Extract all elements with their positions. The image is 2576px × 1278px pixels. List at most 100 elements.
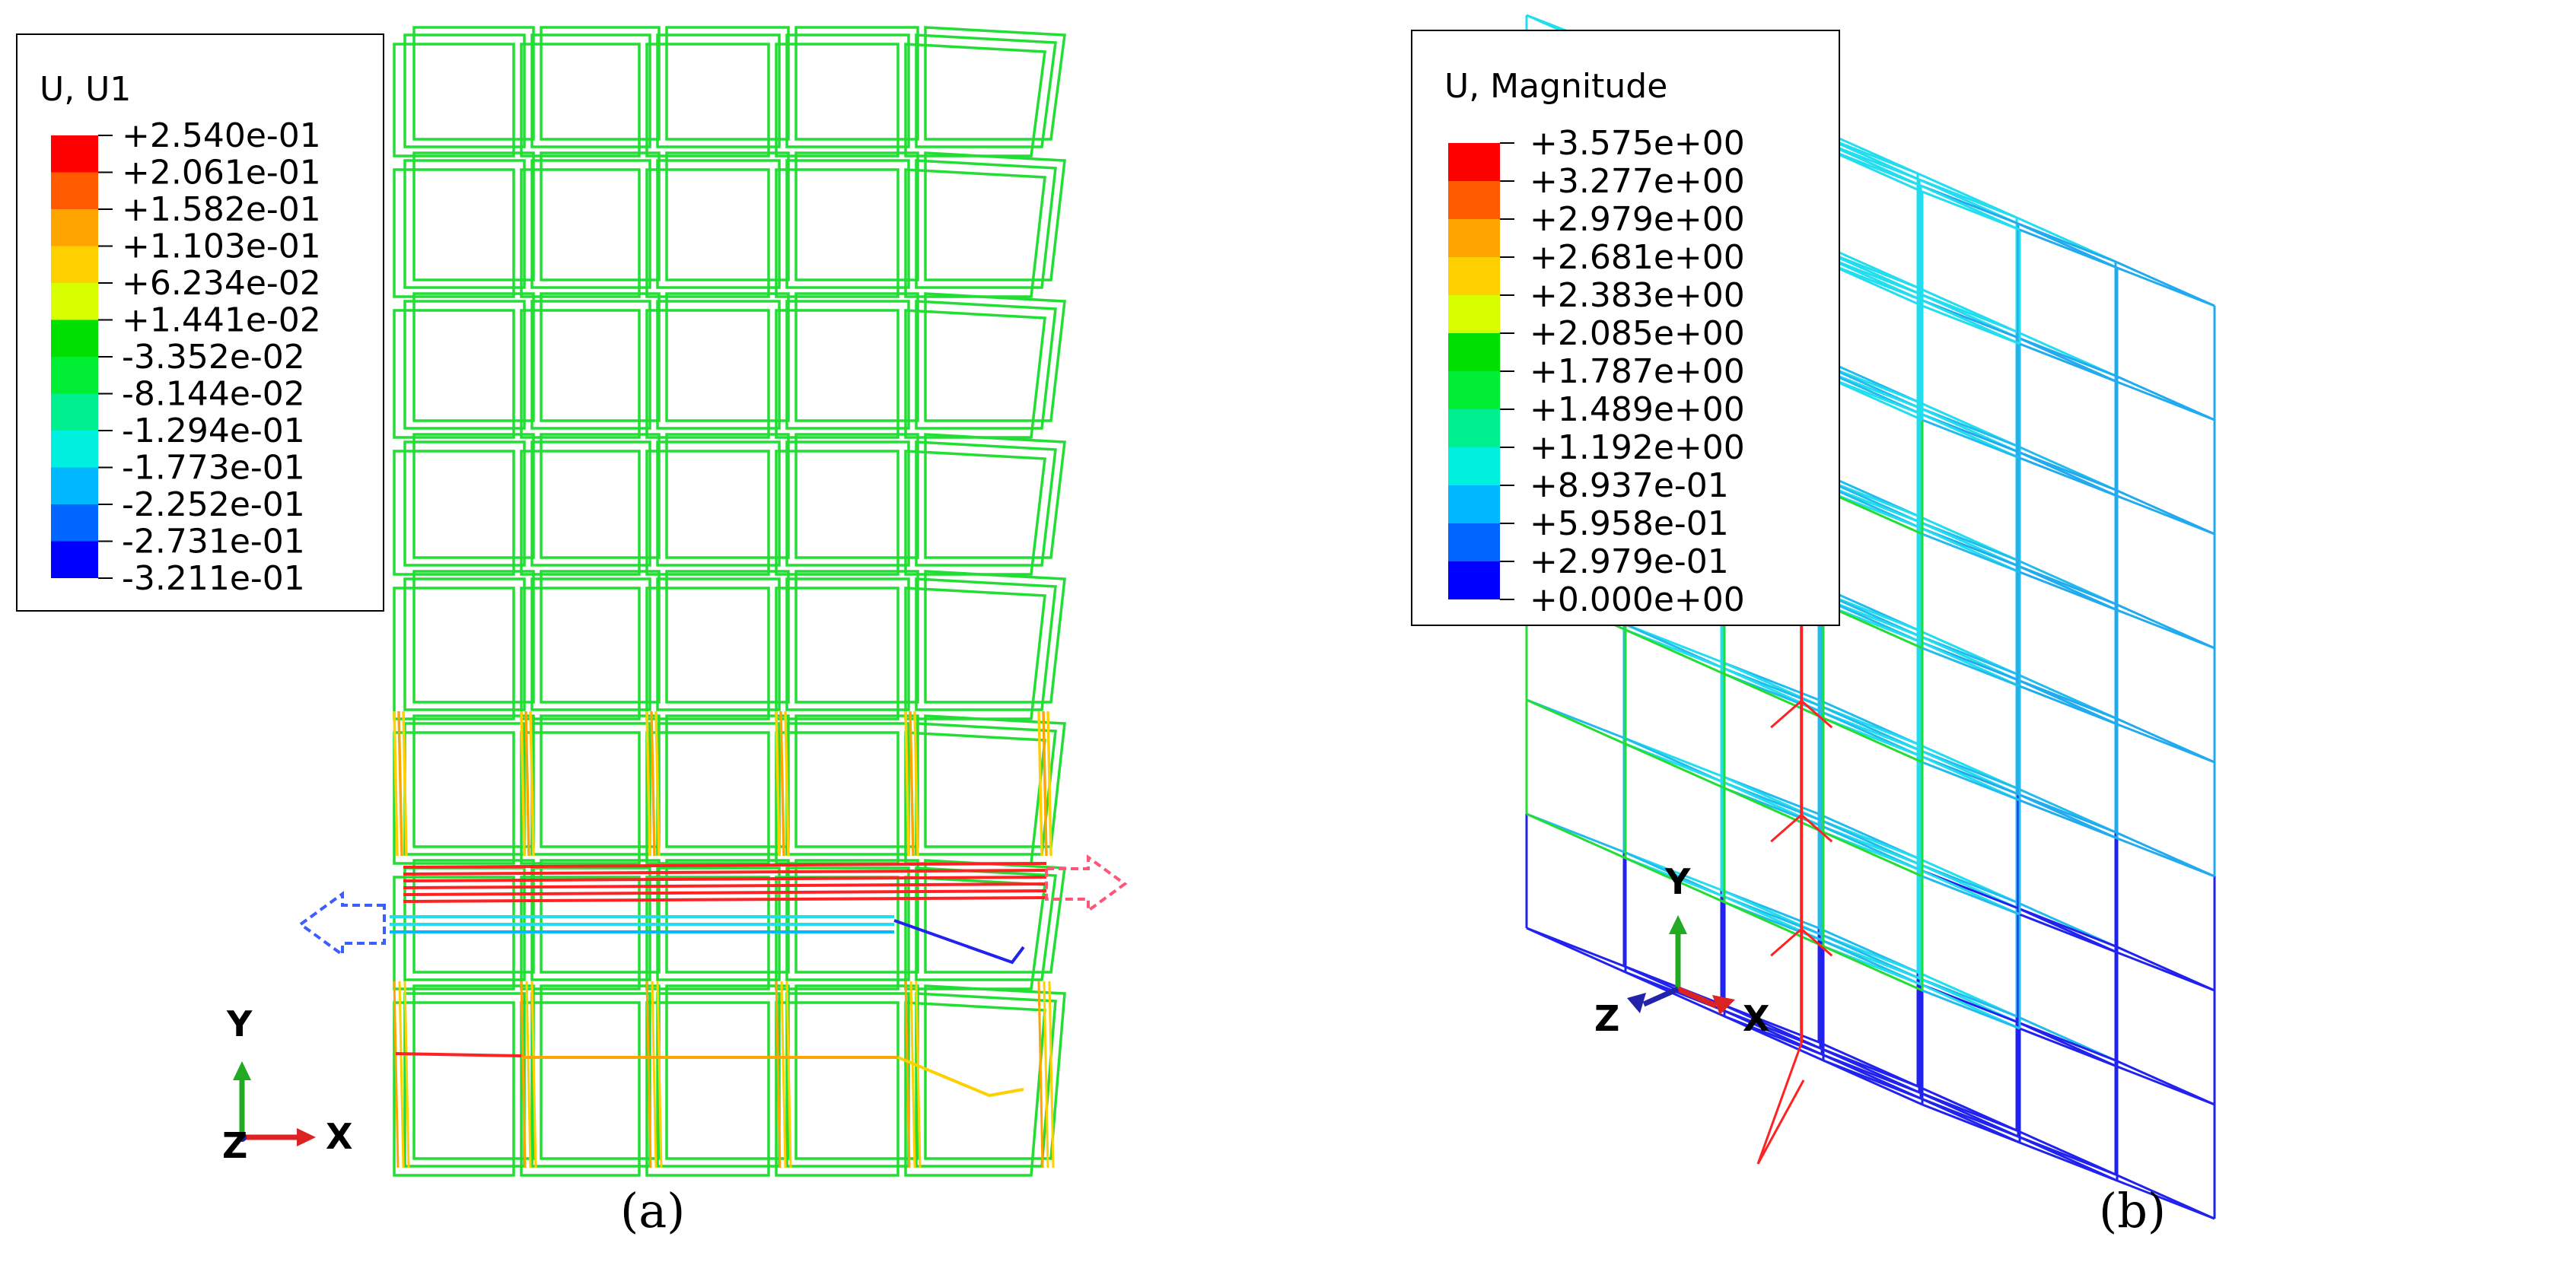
mesh-a-element-edge	[665, 433, 790, 559]
mesh-b-element-edge	[2116, 380, 2215, 421]
mesh-a-column-edge	[1048, 981, 1055, 1168]
load-arrow-left	[298, 891, 386, 958]
legend-b-swatch	[1448, 219, 1500, 257]
mesh-b-element-edge	[1625, 971, 1725, 1018]
mesh-a-element-edge	[645, 876, 770, 990]
axis-b-z-label: Z	[1594, 998, 1619, 1039]
mesh-a-element-edge	[665, 292, 790, 422]
mesh-a-element-edge	[412, 433, 535, 559]
legend-b-labels: +3.575e+00+3.277e+00+2.979e+00+2.681e+00…	[1500, 124, 1745, 619]
mesh-a-element-edge	[785, 577, 910, 711]
mesh-a-loaded-edge	[403, 869, 1047, 876]
legend-b-label: +3.575e+00	[1530, 124, 1745, 163]
mesh-b-element-edge	[1625, 857, 1725, 904]
legend-b-swatch	[1448, 523, 1500, 561]
mesh-a-column-edge	[780, 981, 787, 1168]
mesh-b-element-edge	[2019, 1141, 2118, 1182]
legend-a-label: -1.294e-01	[122, 412, 305, 450]
mesh-a-element-edge	[904, 587, 1046, 720]
mesh-b-element-edge	[2116, 1179, 2215, 1220]
mesh-a-element-edge	[530, 440, 651, 567]
mesh-b-element-edge	[1922, 304, 2020, 345]
mesh-a-element-edge	[656, 440, 781, 567]
mesh-a-compressed-edge	[893, 919, 1025, 965]
mesh-a-element-edge	[403, 577, 526, 711]
mesh-a-element-edge	[412, 570, 535, 704]
mesh-b-element-edge	[1922, 190, 2020, 231]
mesh-a-element-edge	[915, 577, 1057, 711]
mesh-a-element-edge	[540, 292, 661, 422]
mesh-a-element-edge	[665, 26, 790, 141]
legend-a-label: -2.252e-01	[122, 485, 305, 524]
legend-b-swatch	[1448, 143, 1500, 181]
legend-b-label: +2.383e+00	[1530, 276, 1745, 315]
mesh-a-element-edge	[794, 984, 919, 1160]
legend-b-swatch	[1448, 561, 1500, 599]
mesh-a-element-edge	[794, 714, 919, 848]
mesh-a-column-edge	[520, 711, 526, 857]
legend-a-colorbar	[51, 135, 98, 578]
legend-a-label: +1.103e-01	[122, 227, 321, 266]
mesh-a-loaded-edge	[403, 896, 1047, 903]
mesh-a-column-edge	[393, 981, 400, 1168]
mesh-a-element-edge	[403, 440, 526, 567]
mesh-b-element-edge	[1823, 945, 1923, 992]
mesh-b-element-edge	[1770, 700, 1803, 729]
mesh-a-element-edge	[775, 731, 900, 865]
mesh-b-element-edge	[2019, 342, 2118, 383]
mesh-a-column-edge	[645, 981, 652, 1168]
legend-a-label: +2.540e-01	[122, 116, 321, 155]
legend-b-title: U, Magnitude	[1444, 67, 1667, 106]
mesh-a-element-edge	[520, 587, 641, 720]
mesh-a-column-edge	[1037, 711, 1043, 857]
legend-b-swatch	[1448, 485, 1500, 523]
axis-b-y-label: Y	[1664, 861, 1691, 902]
mesh-b-element-edge	[1625, 628, 1725, 676]
caption-b: (b)	[2099, 1183, 2167, 1238]
mesh-a-element-edge	[540, 433, 661, 559]
mesh-b-element-edge	[1922, 761, 2020, 802]
mesh-b-element-edge	[2116, 609, 2215, 650]
mesh-b-element-edge	[2116, 266, 2215, 307]
mesh-b-element-edge	[1922, 418, 2020, 459]
legend-a-label: +1.582e-01	[122, 190, 321, 229]
mesh-a-element-edge	[785, 992, 910, 1168]
mesh-a-element-edge	[645, 168, 770, 298]
mesh-a-column-edge	[1043, 981, 1049, 1168]
load-arrow-right	[1045, 854, 1128, 914]
mesh-b-element-edge	[1801, 814, 1833, 843]
panel-b: U, Magnitude +3.575e+00+3.277e+00+2.979e…	[1411, 14, 2216, 1220]
legend-a-label: -8.144e-02	[122, 375, 305, 414]
mesh-a-column-edge	[651, 981, 658, 1168]
legend-a-swatch	[51, 431, 98, 468]
mesh-a-column-edge	[525, 981, 532, 1168]
mesh-a-element-edge	[520, 309, 641, 439]
mesh-a-element-edge	[656, 866, 781, 981]
mesh-b-element-edge	[1526, 698, 1626, 746]
mesh-a-column-edge	[779, 711, 785, 857]
axis-triad-a: Y X Z	[222, 1003, 352, 1166]
mesh-a-element-edge	[904, 876, 1046, 990]
mesh-a-element-edge	[393, 1001, 515, 1177]
mesh-b-element-edge	[2019, 1027, 2118, 1068]
legend-b-label: +2.681e+00	[1530, 238, 1745, 277]
legend-b-label: +1.787e+00	[1530, 352, 1745, 391]
mesh-b-element-edge	[1922, 1103, 2020, 1144]
mesh-b-element-edge	[1770, 928, 1803, 957]
legend-a-label: +2.061e-01	[122, 154, 321, 192]
mesh-a-element-edge	[530, 33, 651, 148]
mesh-a-element-edge	[393, 876, 515, 990]
mesh-a-column-edge	[909, 981, 916, 1168]
legend-b-label: +3.277e+00	[1530, 162, 1745, 201]
mesh-a-column-edge	[909, 711, 915, 857]
legend-b: U, Magnitude +3.575e+00+3.277e+00+2.979e…	[1411, 30, 1840, 626]
panel-a: U, U1 +2.540e-01+2.061e-01+1.582e-01+1.1…	[16, 26, 1128, 1177]
mesh-a-column-edge	[904, 711, 910, 857]
legend-a-swatch	[51, 357, 98, 394]
mesh-a-column-edge	[529, 711, 535, 857]
mesh-a-column-edge	[904, 981, 911, 1168]
mesh-a-loaded-edge	[897, 1056, 1024, 1098]
legend-b-swatch	[1448, 371, 1500, 409]
mesh-a-element-edge	[530, 866, 651, 981]
